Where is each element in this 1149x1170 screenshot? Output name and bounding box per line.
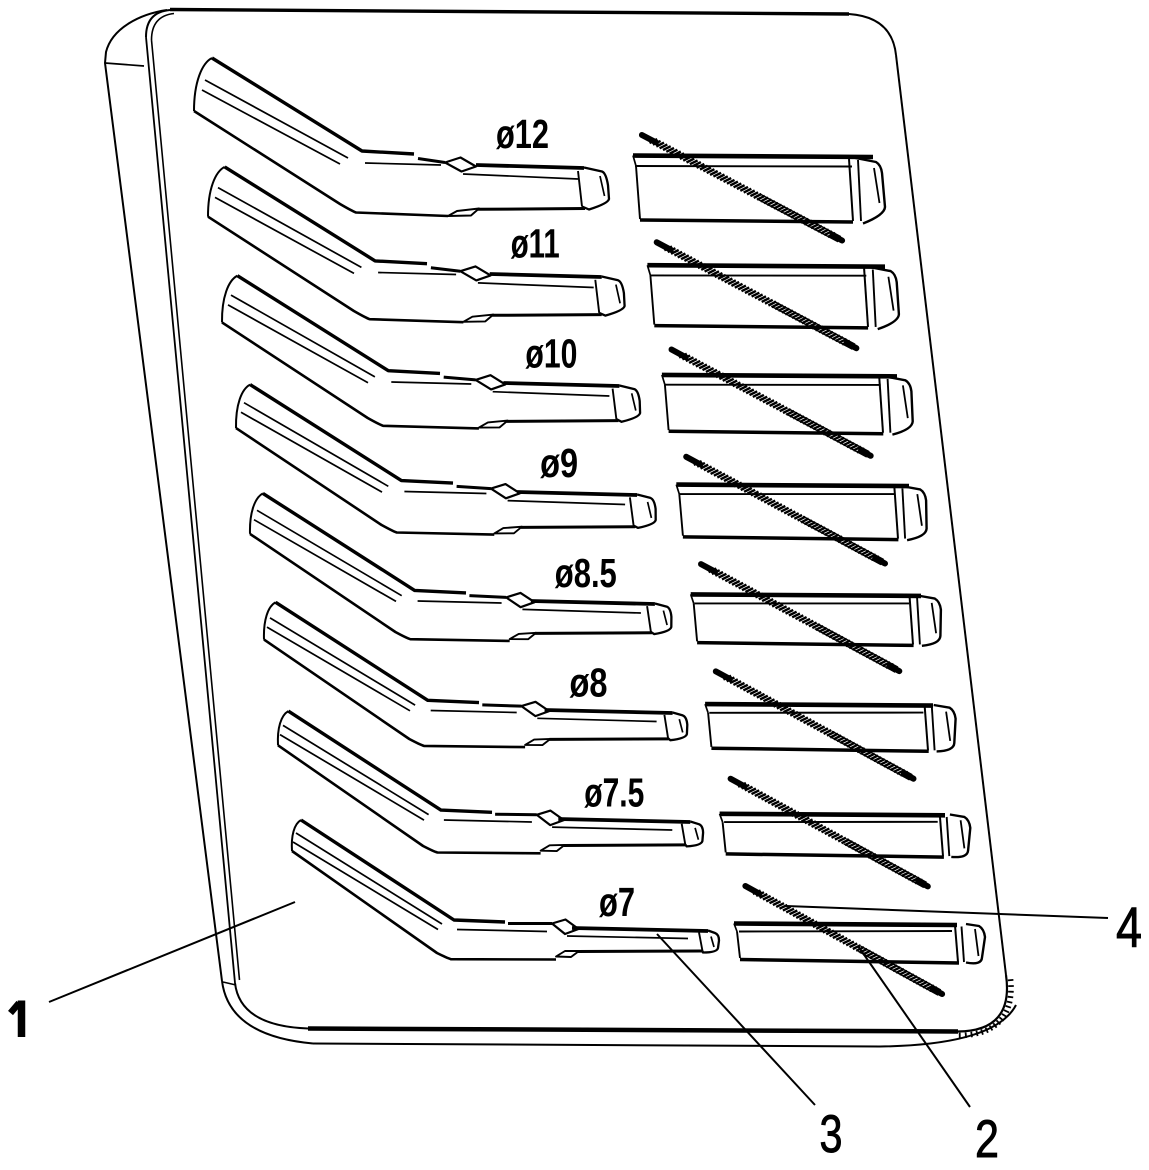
svg-text:ø10: ø10 [525, 330, 577, 376]
svg-text:4: 4 [1116, 896, 1142, 960]
svg-text:2: 2 [975, 1110, 999, 1165]
svg-text:ø8.5: ø8.5 [555, 550, 617, 596]
svg-text:ø9: ø9 [540, 440, 578, 486]
svg-text:ø12: ø12 [496, 111, 549, 157]
svg-text:ø8: ø8 [570, 660, 608, 706]
svg-text:ø11: ø11 [511, 221, 560, 267]
svg-text:3: 3 [820, 1105, 843, 1164]
svg-text:ø7: ø7 [599, 879, 635, 925]
svg-text:ø7.5: ø7.5 [584, 769, 644, 815]
